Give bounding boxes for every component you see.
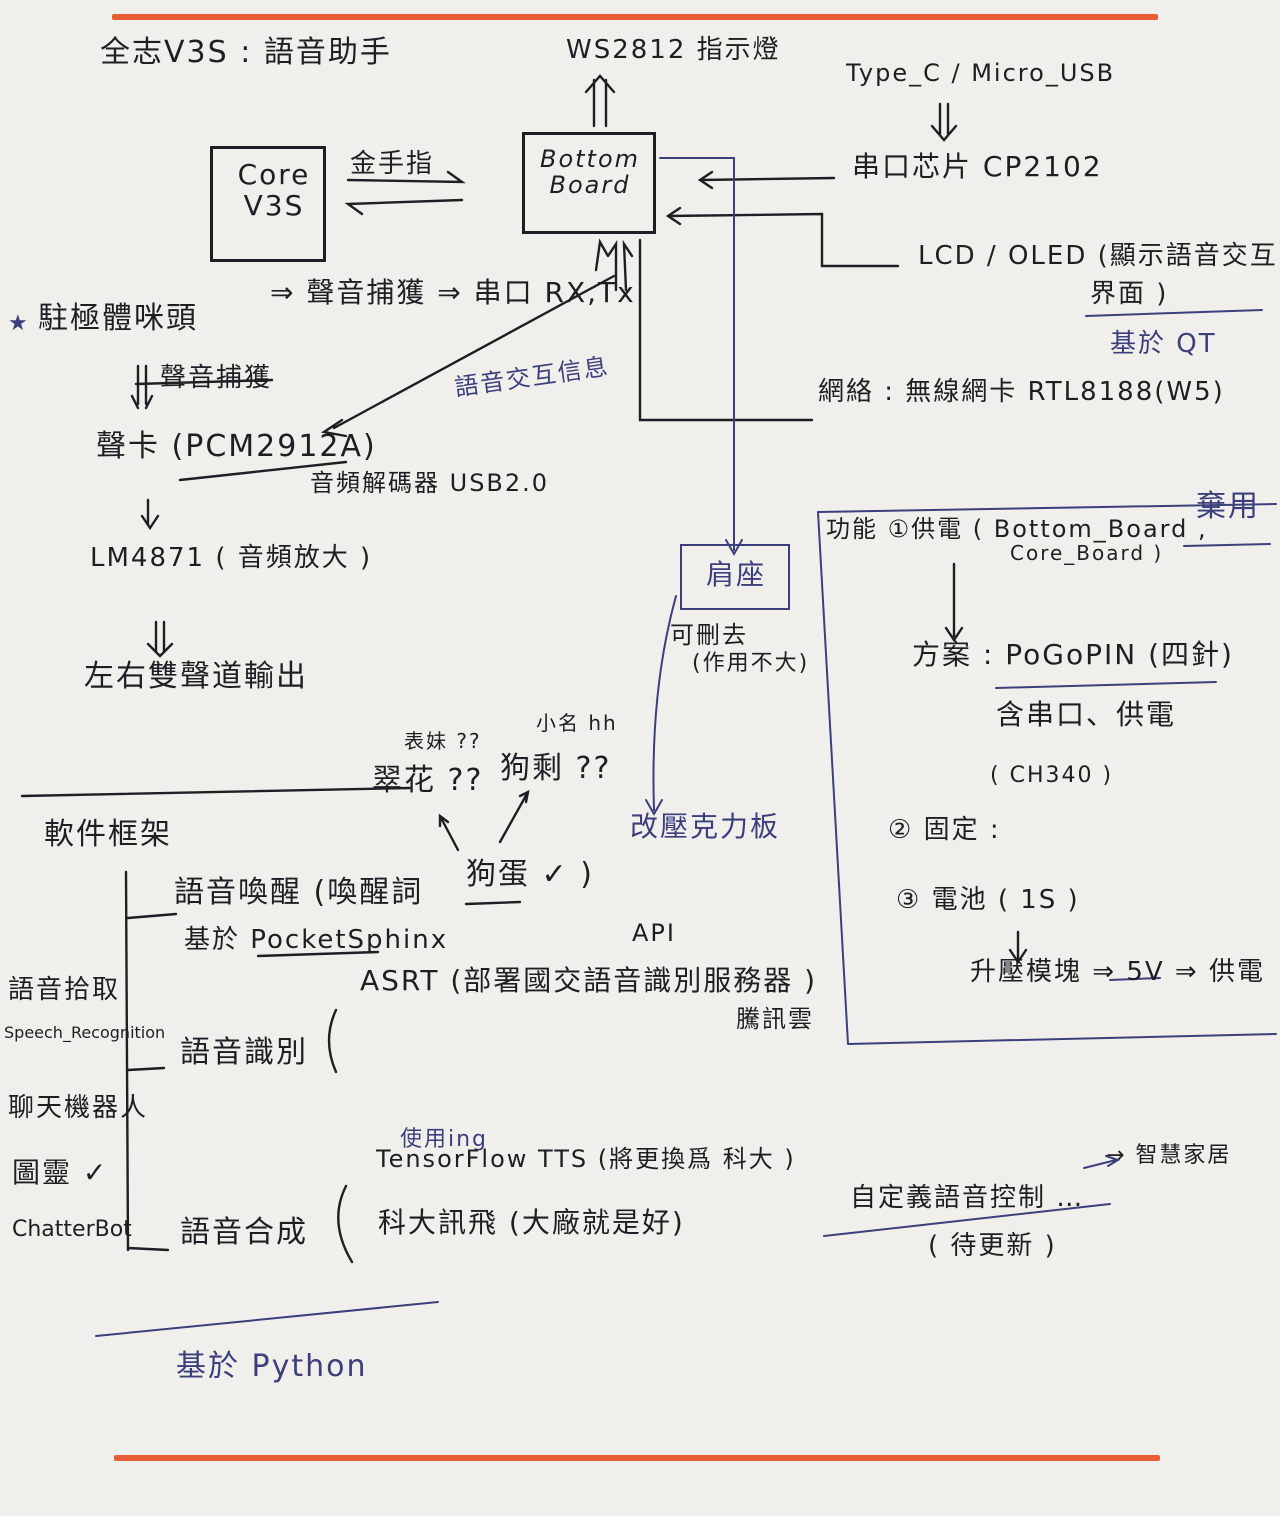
smart-home-arrow: [1083, 1155, 1121, 1169]
synthesis-label: 語音合成: [180, 1215, 308, 1250]
braces: [327, 1008, 354, 1264]
qt-label: 基於 QT: [1110, 329, 1217, 359]
mic-down-arrow: [130, 364, 154, 410]
boost-label: 升壓模塊 ⇒ 5V ⇒ 供電: [970, 957, 1265, 987]
arrow-to-bottom: [346, 170, 466, 184]
smart-home-label: → 智慧家居: [1106, 1143, 1232, 1168]
name-arrow-1: [438, 813, 460, 852]
seat-box: [680, 544, 790, 610]
strike-line: [134, 378, 274, 386]
codec-down-arrow: [140, 498, 160, 531]
name-2-note: 小名 hh: [536, 711, 618, 735]
mic-label: 駐極體咪頭: [38, 301, 198, 336]
wifi-line: [638, 238, 814, 422]
battery-arrow: [1008, 930, 1028, 965]
removable-note: (作用不大): [692, 651, 810, 676]
codec-label: 音頻解碼器 USB2.0: [310, 469, 550, 497]
power-title-2: Core_Board ): [1010, 541, 1164, 565]
capture-struck-label: 聲音捕獲: [160, 363, 273, 393]
power-arrow: [944, 562, 964, 643]
name-2: 狗剩 ??: [500, 751, 612, 786]
abandoned-tag: 棄用: [1196, 489, 1260, 524]
arrow-to-core: [344, 198, 464, 216]
five-v-underline: [1109, 977, 1161, 981]
soundcard-underline: [178, 460, 348, 482]
pogopin-underline: [995, 681, 1217, 689]
lcd-arrow: [665, 206, 900, 268]
in-use-label: 使用ing: [400, 1127, 489, 1152]
seat-label: 肩座: [706, 558, 767, 591]
star-icon: ★: [8, 311, 30, 336]
tts-label: TensorFlow TTS (將更換爲 科大 ): [376, 1145, 796, 1173]
custom-label: 自定義語音控制 …: [850, 1183, 1085, 1213]
abandoned-underline: [1183, 543, 1271, 547]
fixed-label: ② 固定 :: [888, 815, 1001, 845]
ws2812-label: WS2812 指示燈: [566, 35, 781, 65]
serial-power-label: 含串口、供電: [996, 698, 1177, 731]
typec-label: Type_C / Micro_USB: [846, 59, 1116, 87]
name-arrow-2: [498, 789, 530, 844]
wifi-label: 網絡 : 無線網卡 RTL8188(W5): [818, 377, 1225, 407]
bottom-rule: [114, 1455, 1160, 1461]
api-label: API: [632, 919, 676, 947]
sphinx-underline: [256, 950, 380, 958]
serial-arrow: [697, 170, 836, 190]
left-label-1: 語音拾取: [8, 975, 121, 1005]
stereo-label: 左右雙聲道輸出: [84, 659, 308, 694]
removable-label: 可刪去: [670, 621, 748, 649]
page-title: 全志V3S : 語音助手: [100, 35, 392, 70]
gold-finger-label: 金手指: [350, 149, 435, 179]
name-1: 翠花 ??: [372, 763, 484, 798]
left-label-3: 聊天機器人: [8, 1093, 149, 1123]
lcd-label-2: 界面 ): [1090, 279, 1169, 309]
wakeword-label: 狗蛋 ✓ ): [466, 857, 594, 892]
typec-arrow: [930, 102, 958, 142]
amp-down-arrow: [146, 620, 174, 658]
name-1-note: 表妹 ??: [404, 729, 482, 753]
core-label: Core V3S: [237, 158, 311, 222]
abandoned-frame: [817, 503, 1277, 1045]
custom-underline: [823, 1203, 1111, 1237]
serial-chip-label: 串口芯片 CP2102: [852, 150, 1103, 183]
lcd-label: LCD / OLED (顯示語音交互: [918, 241, 1278, 271]
acrylic-label: 改壓克力板: [630, 810, 781, 843]
core-board-box: [210, 146, 326, 262]
tbd-label: ( 待更新 ): [928, 1231, 1057, 1261]
ws2812-arrow: [584, 74, 616, 128]
recognition-label: 語音識別: [180, 1035, 308, 1070]
capture-label: ⇒ 聲音捕獲 ⇒ 串口 RX,Tx: [270, 276, 636, 309]
software-tree: [124, 870, 178, 1252]
asrt-label: ASRT (部署國交語音識別服務器 ): [360, 964, 818, 997]
power-title: 功能 ①供電 ( Bottom_Board ,: [826, 515, 1208, 543]
top-rule: [112, 14, 1158, 20]
separator-left: [20, 786, 412, 798]
seat-arrow: [659, 157, 743, 557]
soundcard-label: 聲卡 (PCM2912A): [96, 429, 377, 464]
acrylic-arrow: [645, 595, 677, 817]
left-label-5: ChatterBot: [12, 1217, 132, 1242]
lcd-underline: [1085, 309, 1263, 317]
soundcard-arrow: [320, 274, 616, 438]
software-heading: 軟件框架: [44, 817, 172, 852]
wakeup-label: 語音喚醒 (喚醒詞: [174, 875, 424, 910]
rx-tx-arrow: [594, 238, 634, 292]
pocketsphinx-label: 基於 PocketSphinx: [184, 925, 449, 955]
battery-label: ③ 電池 ( 1S ): [896, 885, 1080, 915]
tencent-label: 騰訊雲: [736, 1005, 814, 1033]
scheme-label: 方案 : PoGoPIN (四針): [912, 638, 1234, 671]
python-separator: [95, 1301, 439, 1337]
ch340-label: ( CH340 ): [990, 763, 1114, 788]
bottom-board-label: Bottom Board: [540, 145, 641, 200]
left-label-4: 圖靈 ✓: [12, 1156, 109, 1189]
bottom-board-box: [522, 132, 656, 234]
iflytek-label: 科大訊飛 (大廠就是好): [378, 1206, 685, 1239]
left-label-2: Speech_Recognition: [4, 1023, 166, 1042]
amp-label: LM4871 ( 音頻放大 ): [90, 543, 373, 573]
python-label: 基於 Python: [176, 1349, 368, 1384]
wakeword-underline: [464, 900, 522, 906]
